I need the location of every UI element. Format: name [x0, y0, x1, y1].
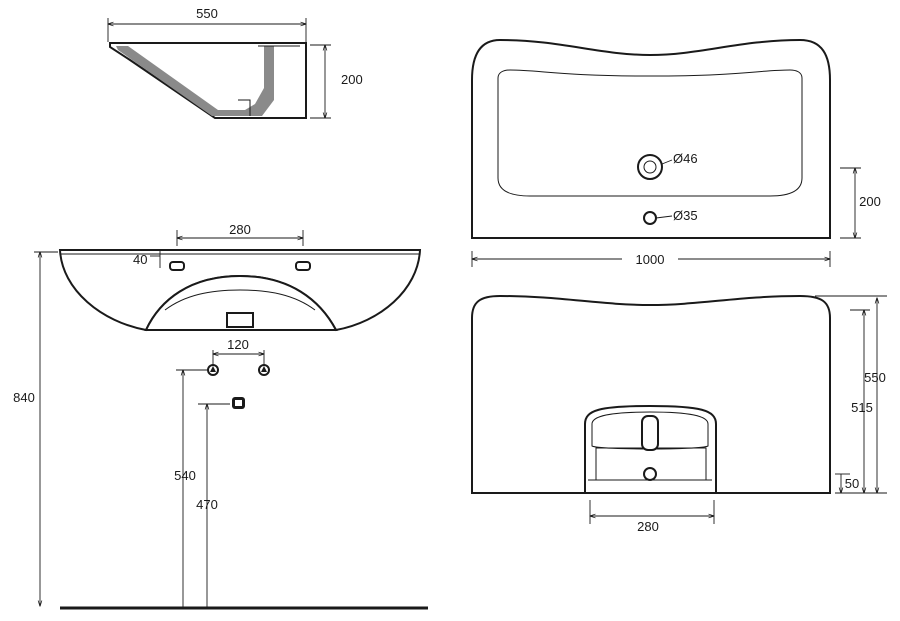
dim-rear-550: 550 — [815, 295, 887, 493]
plan-view: Ø46 Ø35 — [471, 38, 831, 239]
dim-plan-width: 1000 — [472, 251, 830, 267]
overflow-hole — [643, 211, 657, 225]
dim-plan-width-label: 1000 — [636, 252, 665, 267]
dim-plan-depth: 200 — [840, 168, 881, 238]
valves — [207, 364, 270, 409]
dim-rear-550-label: 550 — [864, 370, 886, 385]
dim-side-height-label: 200 — [341, 72, 363, 87]
dim-tap-spacing: 280 — [177, 222, 303, 246]
dim-rear-515: 515 — [850, 310, 873, 493]
dim-valve-spacing: 120 — [213, 337, 264, 364]
dim-side-height: 200 — [310, 45, 363, 118]
dim-470: 470 — [196, 404, 230, 607]
dim-470-label: 470 — [196, 497, 218, 512]
dim-rear-515-label: 515 — [851, 400, 873, 415]
dim-overflow-hole-label: Ø35 — [673, 208, 698, 223]
dim-rear-width-label: 280 — [637, 519, 659, 534]
rear-tap — [641, 415, 659, 451]
dim-valve-spacing-label: 120 — [227, 337, 249, 352]
dim-side-width: 550 — [108, 6, 306, 42]
dim-plan-depth-label: 200 — [859, 194, 881, 209]
dim-tap-height-label: 40 — [133, 252, 147, 267]
dim-rear-width: 280 — [590, 500, 714, 534]
dim-540: 540 — [174, 370, 207, 607]
rear-overflow — [643, 467, 657, 481]
dim-waste-hole-label: Ø46 — [673, 151, 698, 166]
dim-rear-50-label: 50 — [845, 476, 859, 491]
dim-overall-height: 840 — [13, 252, 58, 606]
waste-hole — [637, 154, 663, 180]
front-view-basin — [58, 249, 422, 332]
tap-hole-left — [169, 261, 185, 271]
dim-540-label: 540 — [174, 468, 196, 483]
dim-rear-50: 50 — [835, 473, 859, 493]
tap-hole-right — [295, 261, 311, 271]
dim-side-width-label: 550 — [196, 6, 218, 21]
rear-view — [471, 294, 831, 494]
side-section-view — [109, 42, 307, 119]
dim-tap-spacing-label: 280 — [229, 222, 251, 237]
dim-tap-height: 40 — [133, 250, 161, 268]
dim-overall-height-label: 840 — [13, 390, 35, 405]
